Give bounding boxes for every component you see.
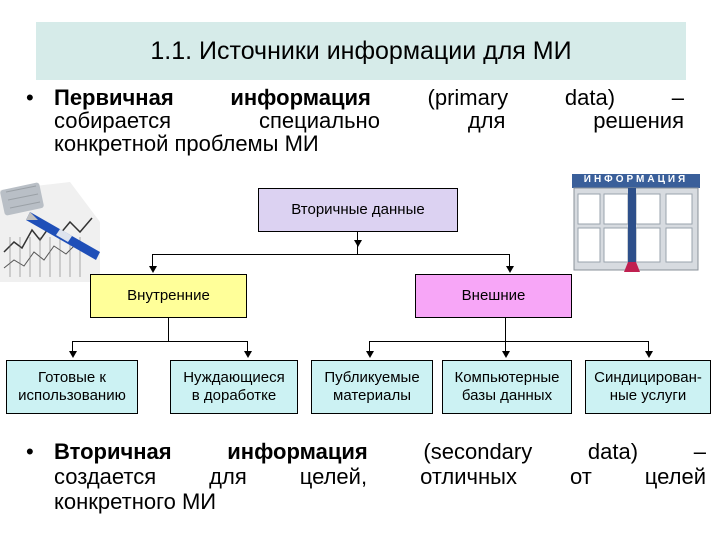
connector — [369, 341, 649, 342]
bullet-dot: • — [26, 439, 34, 464]
connector — [369, 341, 370, 353]
arrow — [354, 240, 362, 247]
word: – — [693, 439, 706, 464]
building-sign-text: ИНФОРМАЦИЯ — [583, 174, 689, 185]
box-label: Вторичные данные — [291, 201, 425, 218]
word: Вторичная — [54, 439, 172, 464]
word: отличных — [420, 464, 517, 489]
box-label: материалы — [333, 387, 411, 404]
box-label: использованию — [18, 387, 126, 404]
word: собирается — [54, 108, 172, 133]
word: информация — [227, 439, 368, 464]
word: data) — [587, 439, 639, 464]
connector — [648, 341, 649, 353]
chart-with-pen-image — [0, 182, 100, 282]
box-label: Внутренние — [127, 287, 210, 304]
slide-title: 1.1. Источники информации для МИ — [36, 22, 686, 80]
arrow — [244, 351, 252, 358]
internal-data-box: Внутренние — [90, 274, 247, 318]
secondary-data-root: Вторичные данные — [258, 188, 458, 232]
primary-line-3: конкретной проблемы МИ — [54, 131, 319, 156]
arrow — [366, 351, 374, 358]
connector — [505, 341, 506, 353]
secondary-line-3: конкретного МИ — [54, 489, 217, 514]
word: – — [671, 85, 684, 110]
word: (secondary — [423, 439, 533, 464]
word: для — [467, 108, 506, 133]
box-label: Внешние — [461, 287, 526, 304]
arrow — [149, 266, 157, 273]
word: (primary — [427, 85, 509, 110]
connector — [247, 341, 248, 353]
syndicated-services-box: Синдицирован-ные услуги — [585, 360, 711, 414]
slide-title-text: 1.1. Источники информации для МИ — [150, 36, 572, 65]
box-label: Синдицирован- — [594, 369, 702, 386]
arrow — [506, 266, 514, 273]
secondary-line-2: создается для целей, отличных от целей — [54, 465, 706, 488]
secondary-info-bullet: • Вторичная информация (secondary data) … — [26, 439, 706, 520]
word: специально — [258, 108, 380, 133]
external-data-box: Внешние — [415, 274, 572, 318]
arrow — [502, 351, 510, 358]
box-label: базы данных — [461, 387, 553, 404]
arrow — [645, 351, 653, 358]
primary-line-2: собирается специально для решения — [54, 109, 684, 132]
word: для — [209, 464, 247, 489]
connector — [505, 318, 506, 341]
box-label: Готовые к — [37, 369, 106, 386]
bullet-dot: • — [26, 85, 34, 110]
box-label: ные услуги — [609, 387, 687, 404]
connector — [72, 341, 73, 353]
word: Первичная — [54, 85, 174, 110]
secondary-line-1: Вторичная информация (secondary data) – — [54, 440, 706, 463]
connector — [152, 254, 510, 255]
word: целей — [644, 464, 706, 489]
connector — [152, 254, 153, 268]
word: создается — [54, 464, 157, 489]
box-label: Нуждающиеся — [183, 369, 285, 386]
primary-line-1: Первичная информация (primary data) – — [54, 86, 684, 109]
connector — [72, 341, 248, 342]
word: от — [569, 464, 592, 489]
word: целей, — [299, 464, 368, 489]
box-label: Публикуемые — [324, 369, 420, 386]
arrow — [69, 351, 77, 358]
box-label: Компьютерные — [454, 369, 560, 386]
primary-info-bullet: • Первичная информация (primary data) – … — [26, 85, 684, 156]
box-label: в доработке — [191, 387, 277, 404]
word: решения — [593, 108, 684, 133]
connector — [168, 318, 169, 341]
word: информация — [230, 85, 371, 110]
connector — [509, 254, 510, 268]
word: data) — [564, 85, 616, 110]
